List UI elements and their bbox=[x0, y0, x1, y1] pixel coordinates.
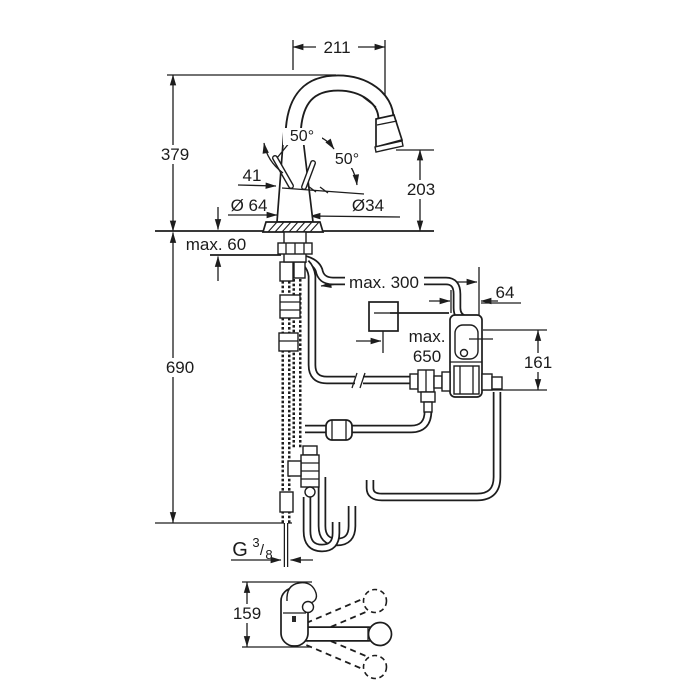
thread-size-letter: G bbox=[232, 539, 248, 561]
outlet-hose-loop bbox=[365, 392, 502, 502]
spray-head-outlet bbox=[374, 140, 404, 153]
power-plug-box bbox=[368, 301, 399, 332]
elbow-fitting bbox=[481, 373, 493, 391]
dim-outlet-height: 203 bbox=[407, 180, 435, 199]
spray-head bbox=[375, 114, 404, 149]
dim-spout-reach: 211 bbox=[323, 38, 350, 57]
dim-max-deck-thickness: max. 60 bbox=[186, 235, 246, 254]
faucet-front-view bbox=[261, 74, 404, 263]
plan-spray-ball-dashed-up bbox=[362, 588, 388, 614]
dim-control-box-width: 64 bbox=[496, 283, 515, 302]
plan-spray-ball bbox=[367, 621, 393, 647]
dim-swivel-angle-right: 50° bbox=[335, 151, 359, 168]
thread-size-numerator: 3 bbox=[252, 535, 259, 550]
thread-size-denominator: 8 bbox=[265, 547, 272, 562]
plan-handle-knob bbox=[301, 600, 315, 614]
dim-base-diameter: Ø 64 bbox=[231, 196, 268, 215]
dim-column-diameter: Ø34 bbox=[352, 196, 384, 215]
plan-spray-ball-dashed-down bbox=[362, 654, 388, 680]
dim-handle-length: 41 bbox=[243, 166, 262, 185]
inline-filter bbox=[325, 419, 353, 441]
dim-under-counter-length: 690 bbox=[166, 358, 194, 377]
plan-sensor-mark bbox=[292, 616, 296, 622]
dim-max-cable-word: max. bbox=[409, 327, 446, 346]
dim-plan-view-depth: 159 bbox=[233, 604, 261, 623]
dim-control-box-height: 161 bbox=[524, 353, 552, 372]
non-return-valve bbox=[287, 445, 320, 498]
dim-max-cable-value: 650 bbox=[413, 347, 441, 366]
control-box bbox=[449, 314, 493, 398]
filter-hose bbox=[305, 410, 433, 434]
under-counter-installation bbox=[278, 254, 503, 567]
dimension-labels: 211 379 203 50° 50° 41 Ø 64 Ø34 max. 60 … bbox=[161, 38, 552, 623]
dim-total-height: 379 bbox=[161, 145, 189, 164]
base-hatching bbox=[267, 221, 320, 233]
thread-size-slash: / bbox=[260, 542, 265, 559]
hose-fittings bbox=[278, 261, 306, 513]
dimension-lines bbox=[155, 40, 547, 648]
dim-swivel-angle-left: 50° bbox=[290, 128, 314, 145]
faucet-plan-view bbox=[280, 582, 393, 680]
elbow-fitting bbox=[491, 376, 503, 390]
plan-handle bbox=[286, 582, 318, 604]
label-backgrounds bbox=[157, 39, 556, 623]
check-valve-tee bbox=[409, 369, 451, 413]
dim-max-hose-run: max. 300 bbox=[349, 273, 419, 292]
